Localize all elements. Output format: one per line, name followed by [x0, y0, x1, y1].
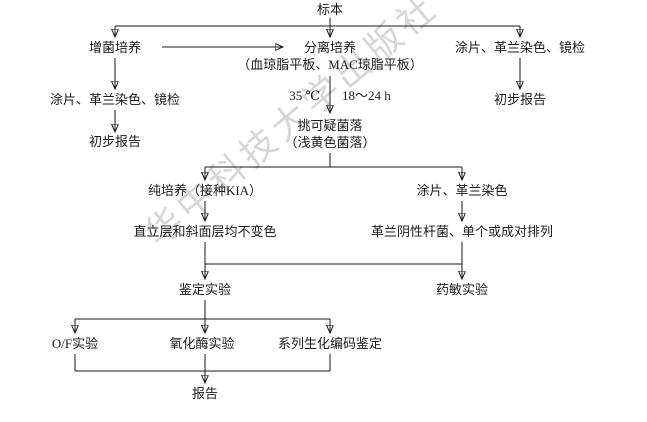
node-enrichment-culture: 增菌培养: [88, 40, 142, 55]
node-susceptibility-test: 药敏实验: [435, 282, 489, 297]
node-final-report: 报告: [191, 386, 219, 401]
node-gram-result: 革兰阴性杆菌、单个或成对排列: [370, 224, 554, 239]
node-isolation-plates: （血琼脂平板、MAC琼脂平板）: [237, 57, 423, 72]
node-left-prelim-report: 初步报告: [88, 134, 142, 149]
node-identification-test: 鉴定实验: [178, 282, 232, 297]
node-temperature: 35 ℃: [289, 88, 320, 103]
node-biochemical-coding: 系列生化编码鉴定: [277, 336, 383, 351]
node-duration: 18～24 h: [342, 88, 391, 103]
node-pick-colony: 挑可疑菌落: [297, 118, 363, 133]
node-isolation-culture: 分离培养: [303, 40, 357, 55]
node-of-test: O/F实验: [51, 336, 99, 351]
node-kia-result: 直立层和斜面层均不变色: [133, 224, 277, 239]
node-specimen: 标本: [316, 2, 344, 17]
node-oxidase-test: 氧化酶实验: [169, 336, 235, 351]
node-pure-culture-kia: 纯培养（接种KIA）: [147, 183, 263, 198]
node-colony-color: （浅黄色菌落）: [284, 135, 376, 150]
node-smear-gram-stain: 涂片、革兰染色: [416, 183, 508, 198]
node-right-prelim-report: 初步报告: [493, 92, 547, 107]
node-left-smear-stain: 涂片、革兰染色、镜检: [49, 92, 181, 107]
node-right-smear-stain: 涂片、革兰染色、镜检: [454, 40, 586, 55]
